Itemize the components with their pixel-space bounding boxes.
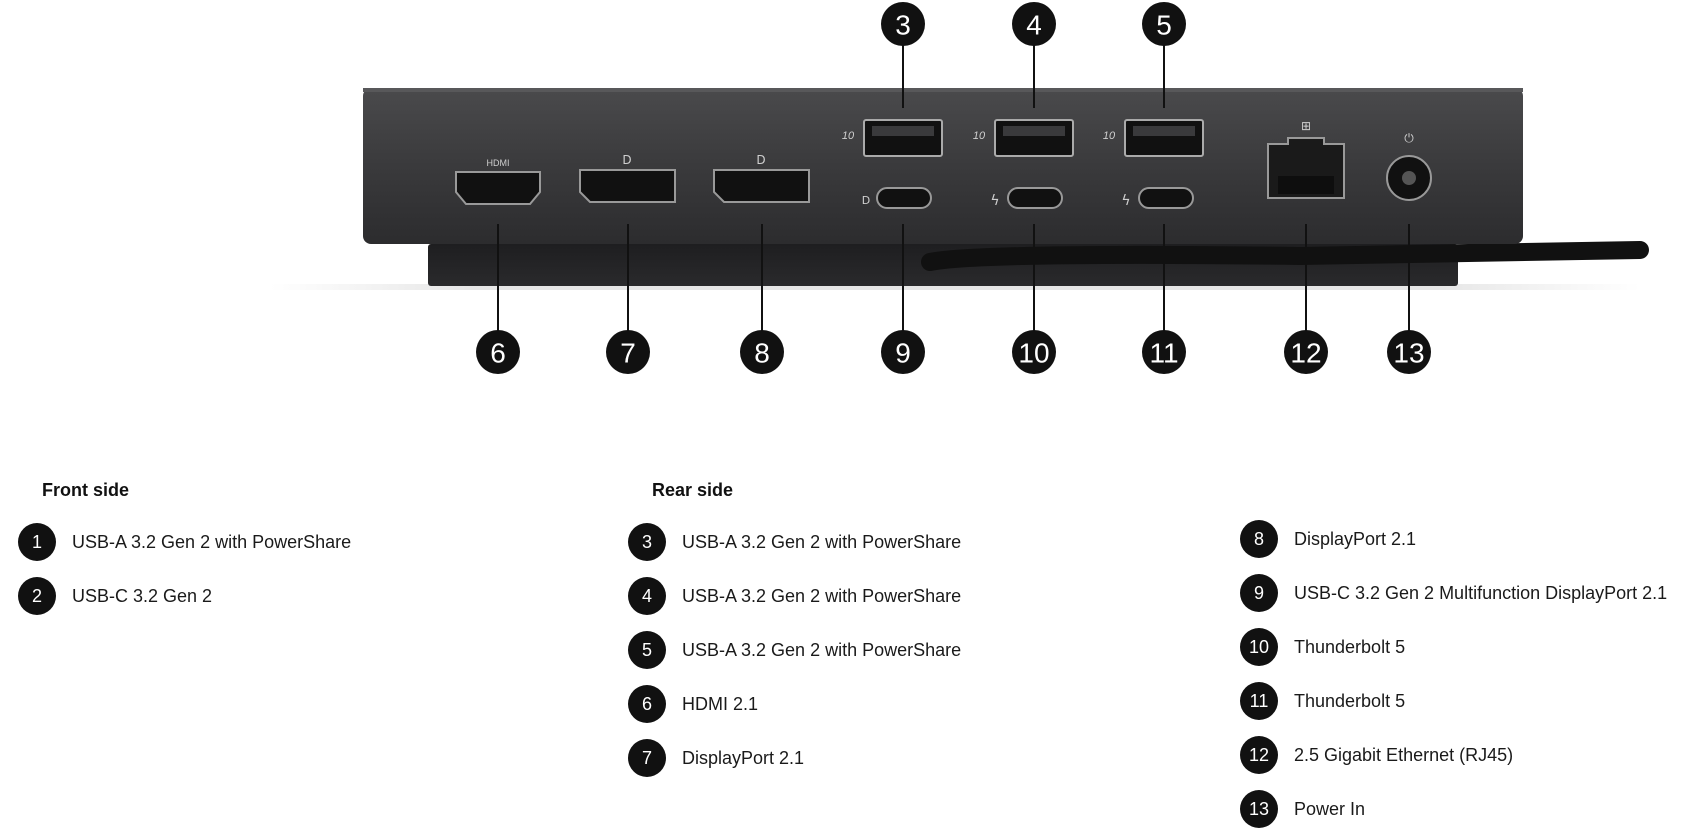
callout-11: 11 [1142,330,1186,374]
svg-text:11: 11 [1149,338,1178,369]
port-label: USB-A 3.2 Gen 2 with PowerShare [682,639,962,660]
port-label: Thunderbolt 5 [1294,636,1406,657]
port-label: DisplayPort 2.1 [682,747,805,768]
front-side-list: 1 USB-A 3.2 Gen 2 with PowerShare 2 USB-… [18,515,351,623]
displayport-port-2: D [713,153,810,203]
port-label: HDMI 2.1 [682,693,759,714]
list-item: 11 Thunderbolt 5 [1240,674,1667,728]
number-badge: 6 [628,685,666,723]
hdmi-marking: HDMI [487,158,510,168]
callout-10: 10 [1012,330,1056,374]
svg-text:⏻: ⏻ [1404,131,1414,145]
port-label: 2.5 Gigabit Ethernet (RJ45) [1294,744,1514,765]
svg-text:9: 9 [895,338,911,369]
callout-13: 13 [1387,330,1431,374]
callout-9: 9 [881,330,925,374]
number-badge: 4 [628,577,666,615]
number-badge: 13 [1240,790,1278,828]
rear-side-list-2: 8 DisplayPort 2.1 9 USB-C 3.2 Gen 2 Mult… [1240,512,1667,836]
floor-shadow [270,284,1640,290]
rear-side-list-1: 3 USB-A 3.2 Gen 2 with PowerShare 4 USB-… [628,515,961,785]
port-label: USB-A 3.2 Gen 2 with PowerShare [682,531,962,552]
number-badge: 1 [18,523,56,561]
callout-7: 7 [606,330,650,374]
hdmi-port: HDMI [455,158,541,205]
list-item: 8 DisplayPort 2.1 [1240,512,1667,566]
usb-c-port-9: D [862,187,932,209]
list-item: 7 DisplayPort 2.1 [628,731,961,785]
list-item: 1 USB-A 3.2 Gen 2 with PowerShare [18,515,351,569]
list-item: 2 USB-C 3.2 Gen 2 [18,569,351,623]
number-badge: 5 [628,631,666,669]
leader-lines [497,42,1410,332]
svg-text:5: 5 [1156,10,1172,41]
list-item: 5 USB-A 3.2 Gen 2 with PowerShare [628,623,961,677]
svg-text:8: 8 [754,338,770,369]
ethernet-port: ⊞ [1267,119,1345,199]
thunderbolt-port-10: ϟ [990,187,1063,209]
port-label: USB-A 3.2 Gen 2 with PowerShare [72,531,352,552]
dock-body [363,88,1523,244]
list-item: 13 Power In [1240,782,1667,836]
thunderbolt-port-11: ϟ [1121,187,1194,209]
number-badge: 12 [1240,736,1278,774]
dock-rear-diagram: HDMI D D 10 10 10 D ϟ ϟ ⊞ [270,2,1649,374]
svg-text:10: 10 [1103,130,1116,142]
port-label: USB-C 3.2 Gen 2 [72,585,213,606]
displayport-port-1: D [579,153,676,203]
port-label: Power In [1294,798,1366,819]
svg-text:10: 10 [973,130,986,142]
number-badge: 11 [1240,682,1278,720]
front-side-legend: Front side 1 USB-A 3.2 Gen 2 with PowerS… [18,480,351,623]
rear-side-legend-continued: 8 DisplayPort 2.1 9 USB-C 3.2 Gen 2 Mult… [1240,480,1667,836]
number-badge: 7 [628,739,666,777]
svg-text:D: D [862,194,870,207]
power-port: ⏻ [1386,131,1432,201]
rear-side-legend: Rear side 3 USB-A 3.2 Gen 2 with PowerSh… [628,480,961,785]
list-item: 3 USB-A 3.2 Gen 2 with PowerShare [628,515,961,569]
usb-a-port-4: 10 [973,119,1074,157]
callout-3: 3 [881,2,925,46]
number-badge: 8 [1240,520,1278,558]
svg-text:10: 10 [842,130,855,142]
svg-text:4: 4 [1026,10,1042,41]
callout-5: 5 [1142,2,1186,46]
svg-text:⊞: ⊞ [1301,119,1311,133]
number-badge: 10 [1240,628,1278,666]
svg-text:ϟ: ϟ [1121,193,1130,209]
svg-text:12: 12 [1290,338,1321,369]
svg-text:3: 3 [895,10,911,41]
svg-text:6: 6 [490,338,506,369]
port-label: DisplayPort 2.1 [1294,528,1417,549]
callout-12: 12 [1284,330,1328,374]
list-item: 6 HDMI 2.1 [628,677,961,731]
list-item: 4 USB-A 3.2 Gen 2 with PowerShare [628,569,961,623]
svg-text:ϟ: ϟ [990,193,999,209]
front-side-heading: Front side [42,480,130,500]
callout-6: 6 [476,330,520,374]
power-cable [921,241,1649,271]
list-item: 10 Thunderbolt 5 [1240,620,1667,674]
list-item: 9 USB-C 3.2 Gen 2 Multifunction DisplayP… [1240,566,1667,620]
number-badge: 3 [628,523,666,561]
number-badge: 2 [18,577,56,615]
port-label: USB-C 3.2 Gen 2 Multifunction DisplayPor… [1294,582,1668,603]
svg-text:13: 13 [1393,338,1424,369]
rear-side-heading: Rear side [652,480,734,500]
port-label: Thunderbolt 5 [1294,690,1406,711]
svg-text:D: D [622,153,631,167]
number-badge: 9 [1240,574,1278,612]
svg-text:D: D [756,153,765,167]
svg-text:7: 7 [620,338,636,369]
port-label: USB-A 3.2 Gen 2 with PowerShare [682,585,962,606]
usb-a-port-3: 10 [842,119,943,157]
callout-8: 8 [740,330,784,374]
list-item: 12 2.5 Gigabit Ethernet (RJ45) [1240,728,1667,782]
callout-4: 4 [1012,2,1056,46]
svg-text:10: 10 [1018,338,1049,369]
usb-a-port-5: 10 [1103,119,1204,157]
